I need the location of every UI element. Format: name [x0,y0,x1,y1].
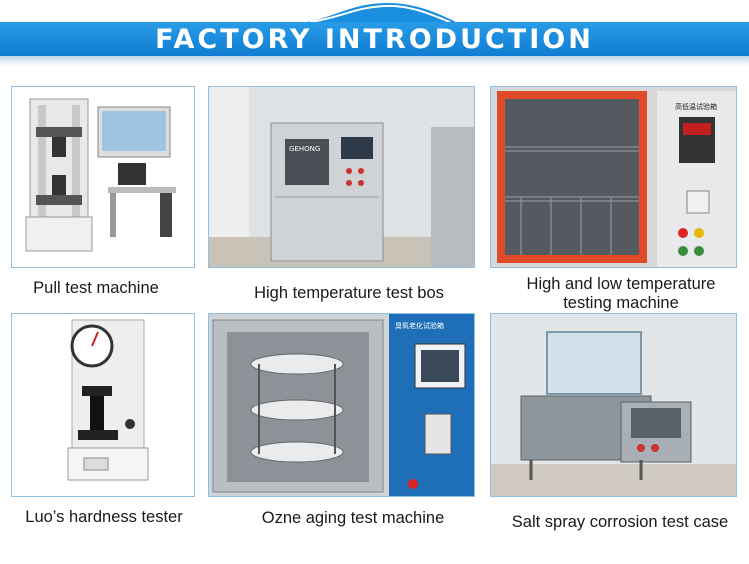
caption-pull-test-machine: Pull test machine [33,279,159,297]
caption-high-low-temperature-testing-machine: High and low temperature testing machine [526,275,716,312]
chamber-label: 高低温试验箱 [675,102,717,111]
page-title: FACTORY INTRODUCTION [155,24,594,55]
banner-shadow [0,56,749,66]
product-image-hardness-tester [11,313,195,497]
chamber-label: 臭氧老化试验箱 [395,321,444,330]
car-silhouette-icon [290,2,460,24]
product-image-high-low-temperature-testing-machine: 高低温试验箱 [490,86,737,268]
caption-salt-spray-corrosion-test-case: Salt spray corrosion test case [511,513,729,531]
header-banner: FACTORY INTRODUCTION [0,0,749,66]
product-image-pull-test-machine [11,86,195,268]
product-image-high-temperature-test-bos: GEHONG [208,86,475,268]
banner-bar [0,22,749,56]
caption-high-temperature-test-bos: High temperature test bos [254,284,444,302]
caption-hardness-tester: Luo’s hardness tester [25,508,183,526]
product-image-ozone-aging-test-machine: 臭氧老化试验箱 [208,313,475,497]
brand-label: GEHONG [289,145,320,153]
caption-ozone-aging-test-machine: Ozne aging test machine [261,509,445,527]
product-image-salt-spray-corrosion-test-case [490,313,737,497]
